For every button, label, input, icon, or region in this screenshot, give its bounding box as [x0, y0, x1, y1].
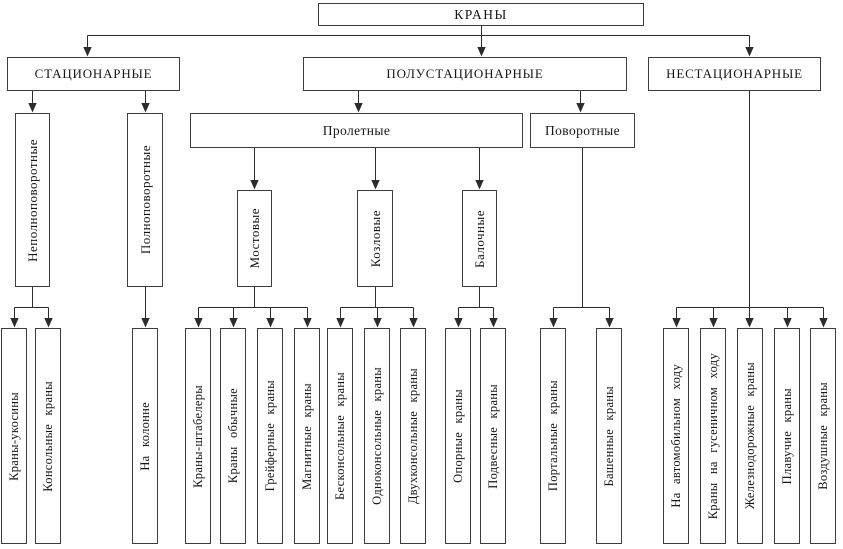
node-label: Опорные краны	[450, 389, 465, 483]
node-full-slewing: Полноповоротные	[127, 113, 163, 287]
node-jib-cranes: Краны-укосины	[1, 328, 27, 544]
node-label: Козловые	[367, 209, 383, 268]
node-label: Магнитные краны	[299, 382, 314, 490]
node-on-column-cranes: На колонне	[132, 328, 158, 544]
node-grab-cranes: Грейферные краны	[257, 328, 283, 544]
node-cantilever-cranes: Консольные краны	[35, 328, 61, 544]
node-floating-cranes: Плавучие краны	[774, 328, 800, 544]
node-label: Двухконсольные краны	[405, 367, 420, 505]
node-gantry-cranes: Козловые	[357, 190, 393, 287]
node-portal-cranes: Портальные краны	[540, 328, 566, 544]
node-label: Мостовые	[247, 208, 262, 269]
node-label: На колонне	[137, 401, 152, 471]
node-truck-mounted-cranes: На автомобильном ходу	[663, 328, 689, 544]
node-supported-cranes: Опорные краны	[445, 328, 471, 544]
node-double-cantilever-cranes: Двухконсольные краны	[400, 328, 426, 544]
node-railway-cranes: Железнодорожные краны	[737, 328, 763, 544]
node-label: Железнодорожные краны	[742, 362, 757, 510]
node-label: Бесконсольные краны	[332, 372, 347, 500]
node-tower-cranes: Башенные краны	[596, 328, 622, 544]
node-magnet-cranes: Магнитные краны	[294, 328, 320, 544]
node-label: Краны-укосины	[6, 391, 21, 481]
node-suspended-cranes: Подвесные краны	[480, 328, 506, 544]
node-label: Пролетные	[322, 122, 391, 138]
node-label: Одноконсольные краны	[369, 367, 384, 505]
node-crawler-cranes: Краны на гусеничном ходу	[700, 328, 726, 544]
node-label: Подвесные краны	[485, 383, 500, 489]
node-label: На автомобильном ходу	[668, 364, 683, 508]
node-ordinary-cranes: Краны обычные	[220, 328, 246, 544]
node-label: Краны обычные	[225, 388, 240, 484]
arrowheads	[10, 47, 828, 328]
node-beam-cranes: Балочные	[462, 190, 497, 287]
node-semi-stationary: ПОЛУСТАЦИОНАРНЫЕ	[303, 57, 627, 91]
node-root-cranes: КРАНЫ	[318, 3, 644, 26]
node-stacker-cranes: Краны-штабелеры	[185, 328, 211, 544]
node-bridge-cranes: Мостовые	[237, 190, 272, 287]
node-label: КРАНЫ	[454, 6, 508, 22]
node-single-cantilever-cranes: Одноконсольные краны	[364, 328, 390, 544]
connector-stems	[14, 26, 824, 320]
node-label: СТАЦИОНАРНЫЕ	[34, 66, 153, 81]
node-non-stationary: НЕСТАЦИОНАРНЫЕ	[648, 57, 821, 91]
node-label: Консольные краны	[40, 380, 55, 492]
node-span-type: Пролетные	[190, 113, 523, 148]
node-label: Грейферные краны	[262, 380, 277, 492]
node-label: Воздушные краны	[815, 382, 830, 490]
node-aerial-cranes: Воздушные краны	[810, 328, 836, 544]
node-label: Башенные краны	[601, 385, 616, 487]
node-label: Поворотные	[544, 122, 621, 138]
node-label: ПОЛУСТАЦИОНАРНЫЕ	[386, 66, 544, 81]
node-stationary: СТАЦИОНАРНЫЕ	[7, 57, 180, 91]
node-label: Краны на гусеничном ходу	[705, 352, 720, 520]
node-label: Краны-штабелеры	[190, 384, 205, 488]
node-label: Полноповоротные	[137, 145, 153, 255]
node-label: НЕСТАЦИОНАРНЫЕ	[666, 66, 803, 81]
node-label: Неполноповоротные	[25, 138, 40, 262]
node-slewing-type: Поворотные	[530, 113, 635, 148]
node-label: Балочные	[472, 209, 487, 268]
node-no-cantilever-cranes: Бесконсольные краны	[327, 328, 353, 544]
node-label: Портальные краны	[545, 380, 560, 492]
node-label: Плавучие краны	[779, 387, 794, 485]
node-non-full-slewing: Неполноповоротные	[15, 113, 50, 287]
